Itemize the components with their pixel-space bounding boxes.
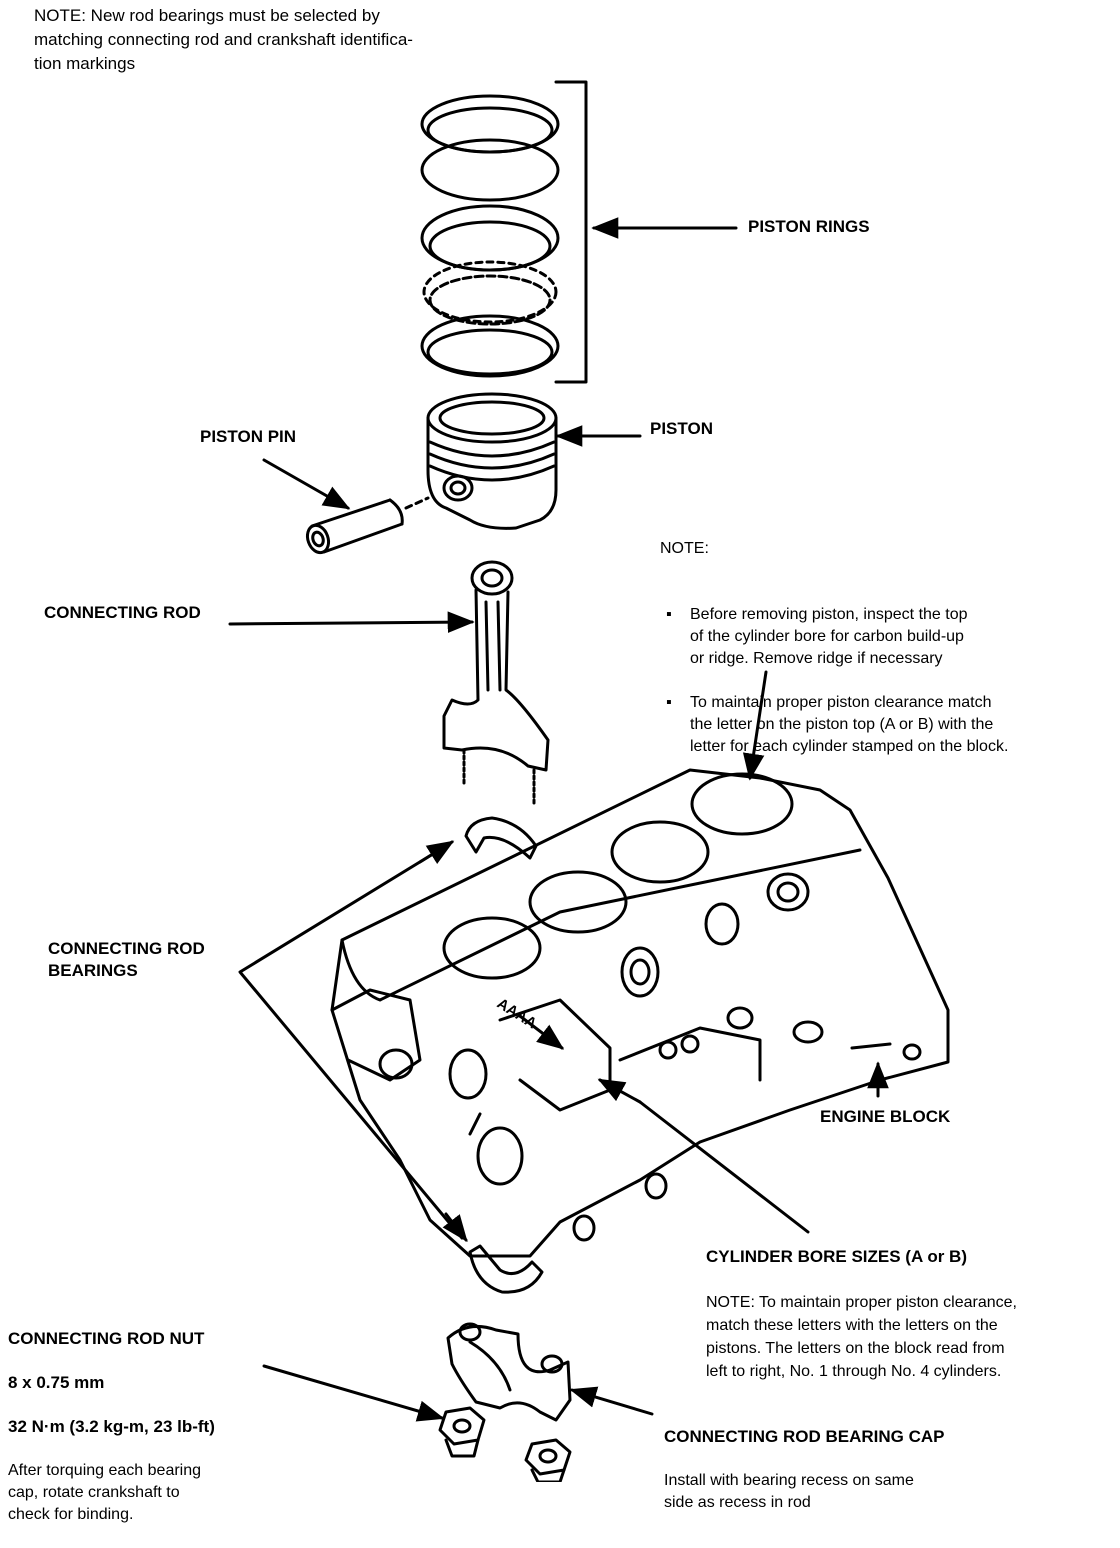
piston-note-bullet-1: Before removing piston, inspect the top … [666,604,1110,670]
rod-nut-1-drawing [438,1406,486,1458]
rod-nut-note: After torquing each bearing cap, rotate … [8,1462,202,1523]
connecting-rod-arrow [228,611,475,634]
rod-nut-block: CONNECTING ROD NUT 8 x 0.75 mm 32 N·m (3… [8,1306,278,1548]
rod-bearings-leader [238,844,464,1240]
rod-nut-2-drawing [524,1438,572,1482]
block-letters-arrow [518,1014,565,1050]
connecting-rod-bearings-label: CONNECTING ROD BEARINGS [48,939,205,980]
bore-sizes-block: CYLINDER BORE SIZES (A or B) NOTE: To ma… [706,1222,1116,1406]
piston-note: NOTE: Before removing piston, inspect th… [660,516,1110,802]
piston-drawing [426,392,558,530]
connecting-rod-drawing [442,560,550,808]
rod-nut-arrow [262,1364,445,1422]
piston-note-heading: NOTE: [660,540,709,557]
piston-note-list: Before removing piston, inspect the top … [660,582,1110,780]
piston-pin-label: PISTON PIN [200,427,297,446]
bearing-cap-arrow [569,1386,654,1416]
bore-sizes-leader [638,1100,810,1234]
bearing-cap-title: CONNECTING ROD BEARING CAP [664,1427,945,1446]
piston-note-bullet-2: To maintain proper piston clearance matc… [666,692,1110,758]
piston-rings-drawing [420,94,560,378]
rod-bearing-upper-drawing [464,816,538,860]
piston-pin-drawing [305,496,430,555]
bearing-cap-note: Install with bearing recess on same side… [664,1472,914,1511]
top-note: NOTE: New rod bearings must be selected … [34,6,413,73]
bore-sizes-note: NOTE: To maintain proper piston clearanc… [706,1294,1017,1380]
engine-diagram: AAAA [228,80,950,1482]
bearing-cap-drawing [446,1322,572,1422]
connecting-rod-label: CONNECTING ROD [44,603,201,622]
rod-bearing-lower-drawing [468,1244,544,1294]
engine-block-drawing [330,768,950,1258]
piston-pin-arrow [262,458,351,510]
piston-label: PISTON [650,419,713,438]
piston-rings-label: PISTON RINGS [748,217,870,236]
piston-rings-bracket [554,80,588,384]
bearing-cap-block: CONNECTING ROD BEARING CAP Install with … [664,1404,1084,1536]
block-letters: AAAA [494,995,540,1032]
rod-nut-title: CONNECTING ROD NUT [8,1329,205,1348]
rod-nut-size: 8 x 0.75 mm [8,1373,105,1392]
bore-sizes-title: CYLINDER BORE SIZES (A or B) [706,1247,967,1266]
engine-block-label: ENGINE BLOCK [820,1107,951,1126]
rod-nut-torque: 32 N·m (3.2 kg-m, 23 lb-ft) [8,1417,215,1436]
